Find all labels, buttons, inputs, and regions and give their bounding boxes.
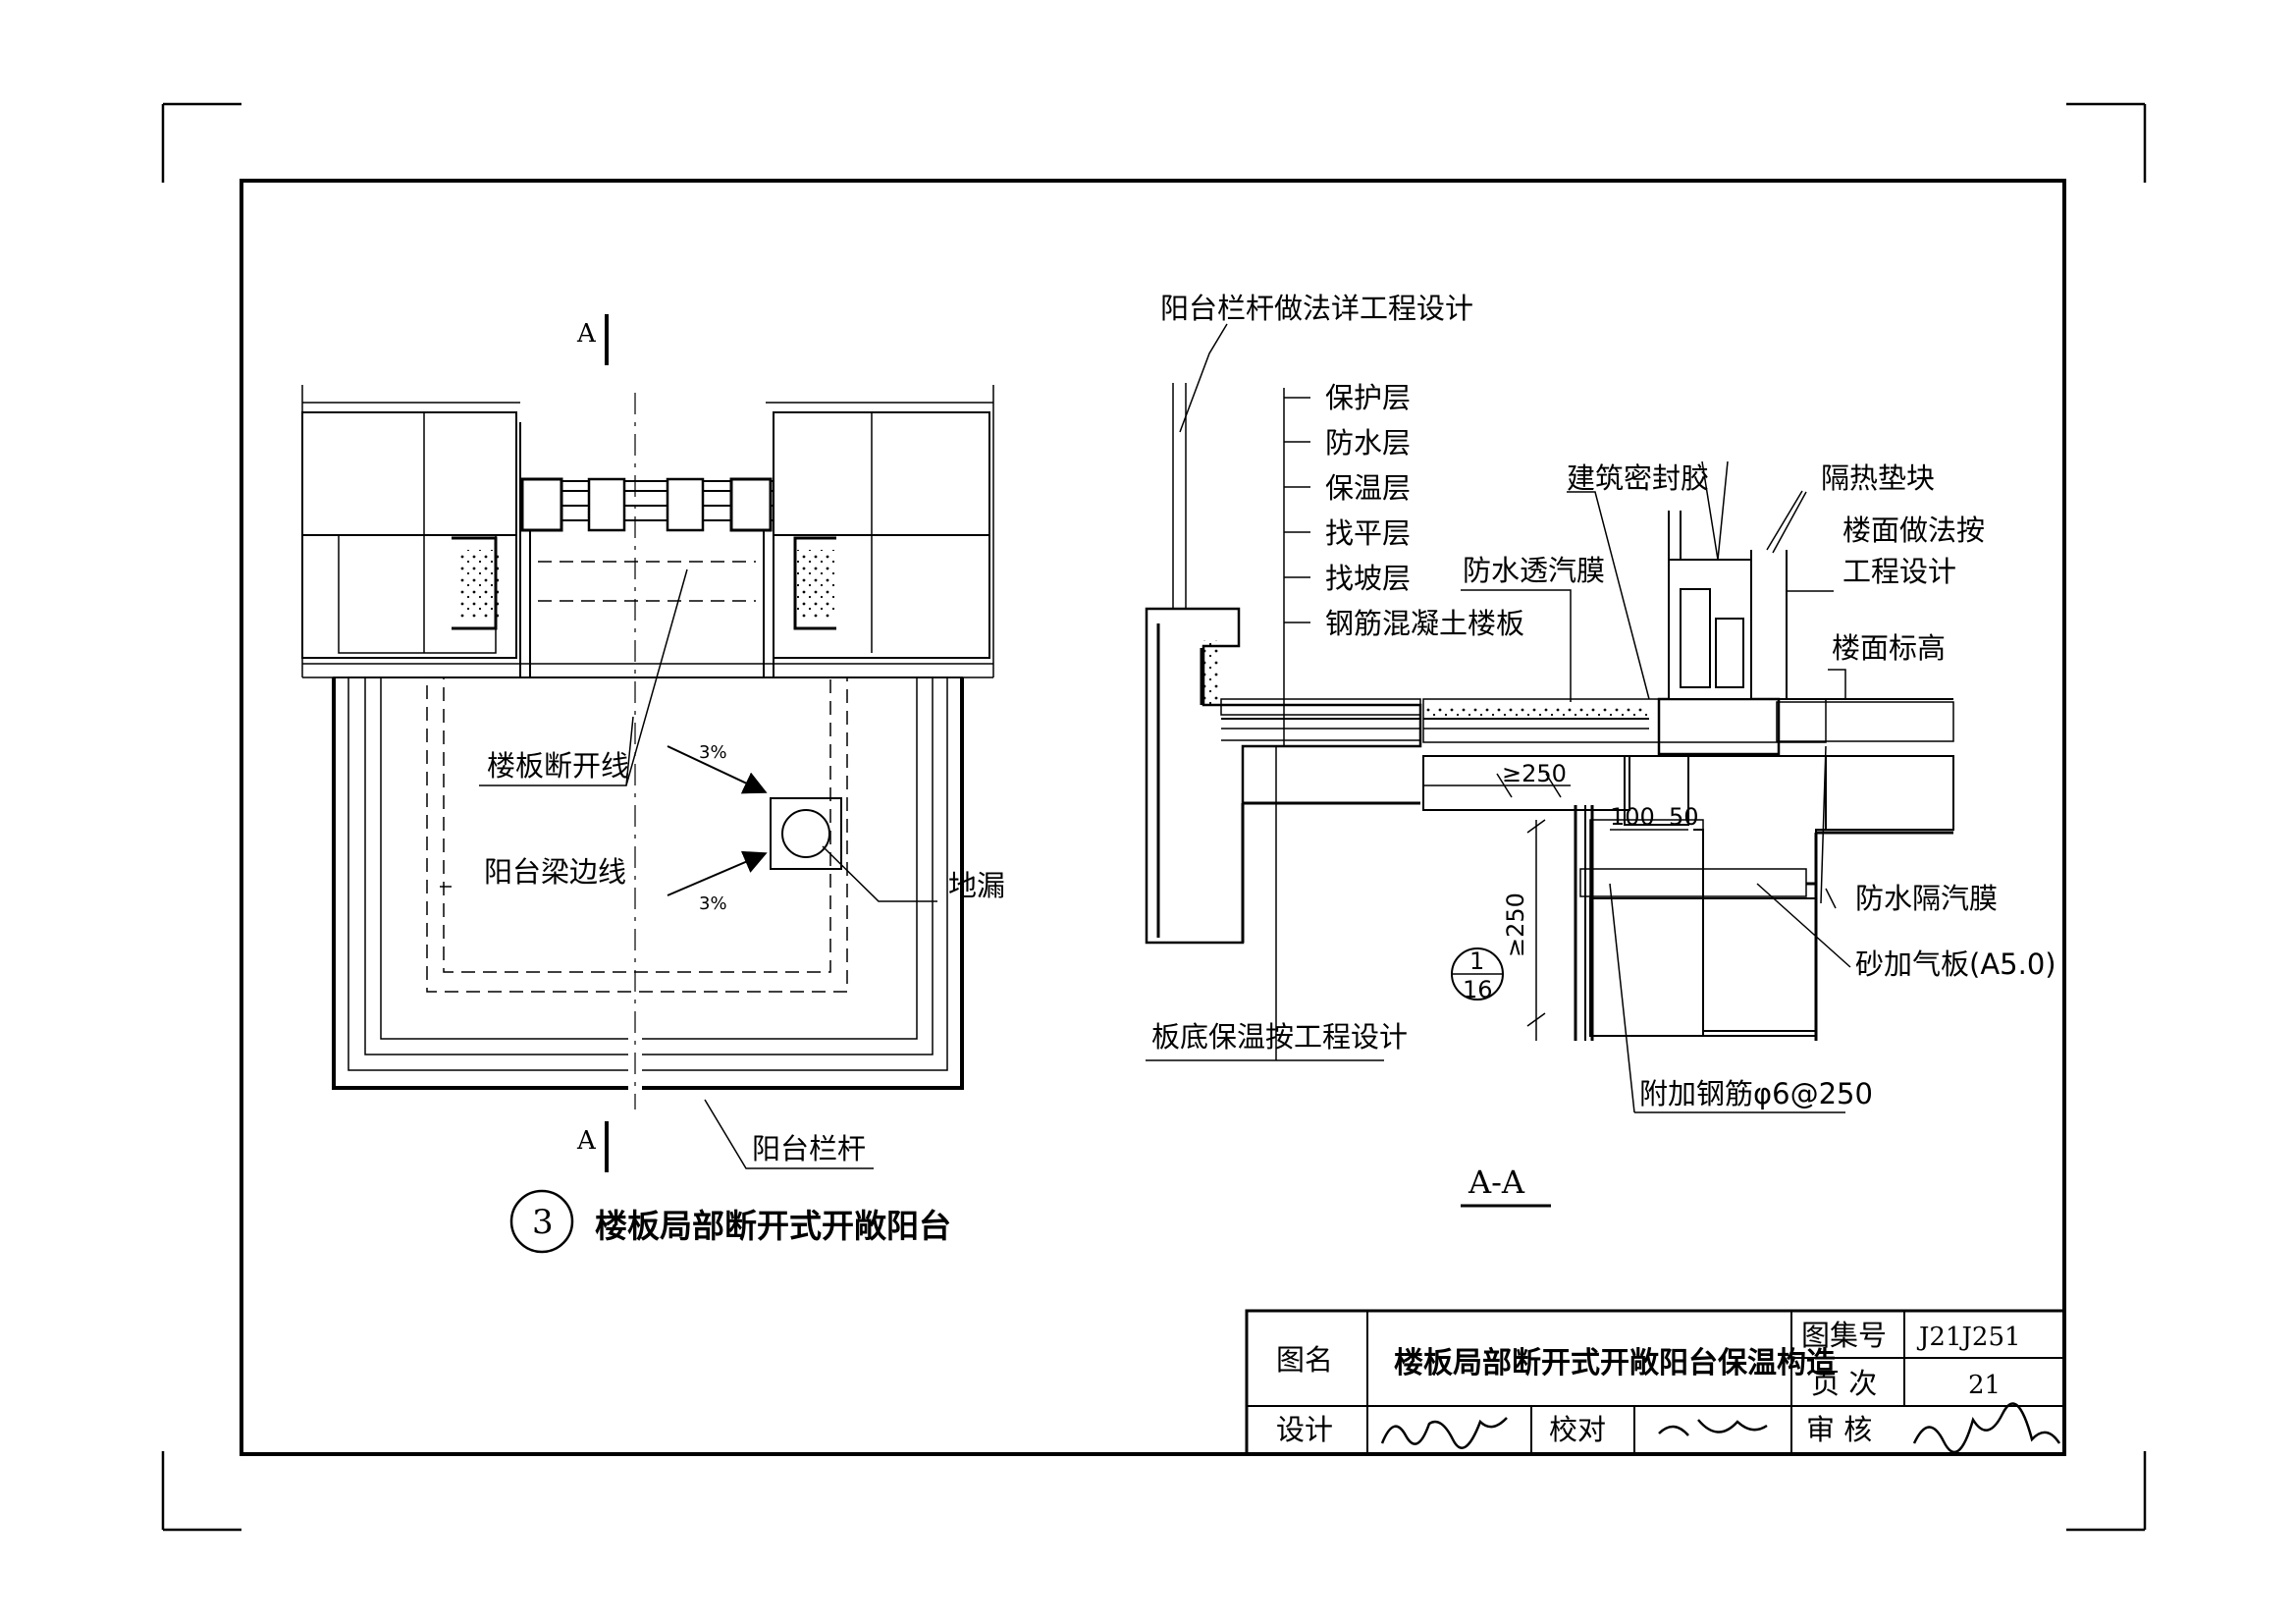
floor-design-label-2: 工程设计 [1842, 555, 1956, 588]
checker-signature [1658, 1419, 1768, 1436]
section-mark-top: A [576, 319, 597, 349]
railing-label: 阳台栏杆 [752, 1132, 866, 1165]
beam-edge-line-label: 阳台梁边线 [484, 855, 626, 889]
slab-break-line-label: 楼板断开线 [487, 749, 629, 783]
section-mark-bottom: A [576, 1126, 597, 1156]
sheet-frame [240, 179, 2066, 1456]
plan-view: A A [301, 314, 1005, 1254]
slope-lower-label: 3% [699, 893, 727, 914]
waterproof-layer-label: 防水层 [1325, 426, 1411, 460]
plan-title: 楼板局部断开式开敞阳台 [595, 1207, 951, 1245]
bottom-insulation-label: 板底保温按工程设计 [1151, 1020, 1408, 1054]
dim-100: 100 [1610, 803, 1655, 831]
drawing-name-label: 图名 [1276, 1343, 1333, 1377]
slope-layer-label: 找坡层 [1325, 562, 1411, 595]
crop-marks [161, 102, 2147, 1532]
floor-elevation-label: 楼面标高 [1832, 631, 1946, 665]
breathable-membrane-label: 防水透汽膜 [1463, 554, 1605, 587]
designer-signature [1380, 1417, 1508, 1449]
extra-rebar-label: 附加钢筋φ6@250 [1639, 1077, 1873, 1110]
thermal-pad-label: 隔热垫块 [1821, 461, 1935, 495]
plan-number: 3 [532, 1203, 554, 1242]
detail-ref-bottom: 16 [1463, 976, 1493, 1003]
floor-design-label: 楼面做法按 [1842, 514, 1985, 547]
atlas-label: 图集号 [1801, 1319, 1887, 1352]
rc-slab-label: 钢筋混凝土楼板 [1325, 607, 1524, 640]
protective-layer-label: 保护层 [1325, 381, 1411, 414]
floor-drain-symbol [770, 797, 842, 870]
insulation-layer-label: 保温层 [1325, 471, 1411, 505]
title-block: 图名 楼板局部断开式开敞阳台保温构造 图集号 J21J251 页 次 21 设计… [1245, 1309, 2066, 1456]
dim-50: 50 [1669, 803, 1699, 831]
dim-250-horizontal: ≥250 [1502, 760, 1567, 787]
section-title: A-A [1468, 1163, 1525, 1201]
sealant-label: 建筑密封胶 [1567, 461, 1709, 495]
section-view: 阳台栏杆做法详工程设计 [1145, 292, 2056, 1208]
drawing-name: 楼板局部断开式开敞阳台保温构造 [1394, 1346, 1836, 1380]
detail-ref-top: 1 [1469, 947, 1484, 975]
check-label: 校对 [1549, 1413, 1606, 1446]
atlas-number: J21J251 [1916, 1323, 2021, 1352]
railing-design-label: 阳台栏杆做法详工程设计 [1160, 292, 1473, 325]
design-label: 设计 [1276, 1413, 1333, 1446]
floor-drain-label: 地漏 [948, 869, 1005, 902]
page-number: 21 [1968, 1371, 2001, 1400]
vapor-barrier-label: 防水隔汽膜 [1855, 882, 1998, 915]
slope-upper-label: 3% [699, 742, 727, 763]
plan-number-circle [509, 1189, 574, 1254]
page-label: 页 次 [1811, 1367, 1877, 1400]
review-label: 审 核 [1806, 1413, 1872, 1446]
dim-250-vertical: ≥250 [1502, 893, 1529, 957]
aac-board-label: 砂加气板(A5.0) [1855, 947, 2056, 981]
reviewer-signature [1912, 1402, 2061, 1454]
leveling-layer-label: 找平层 [1325, 516, 1411, 550]
